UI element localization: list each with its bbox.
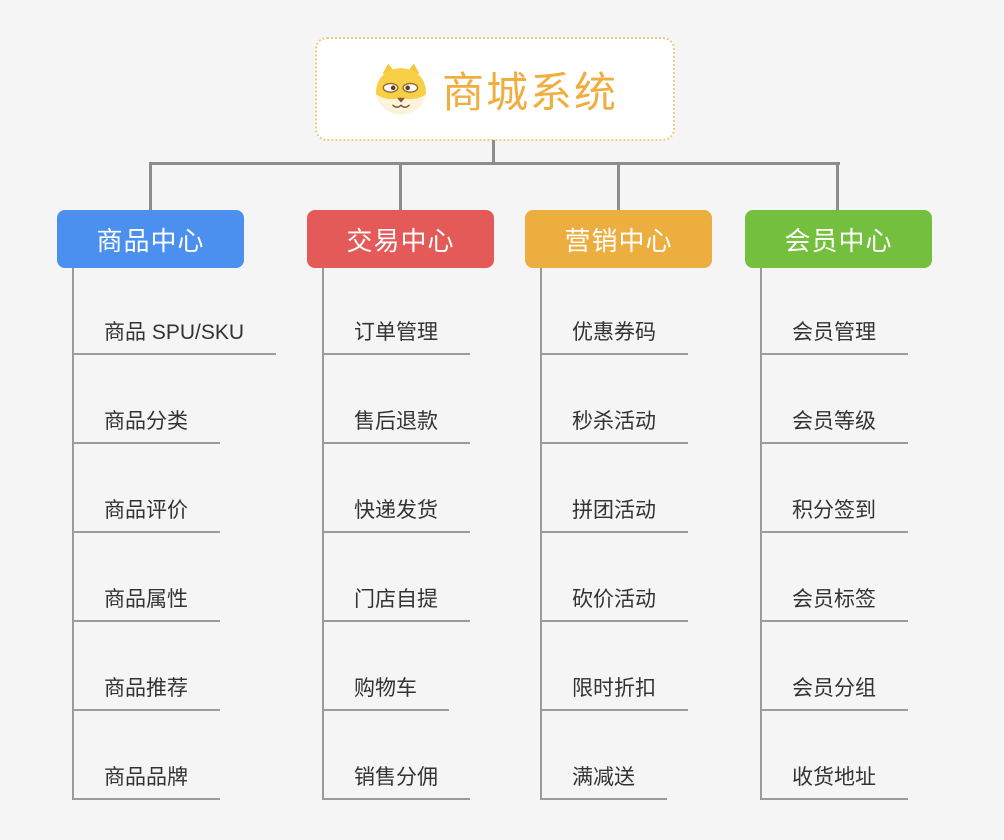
- leaf-node[interactable]: 门店自提: [324, 533, 470, 622]
- leaf-node[interactable]: 会员标签: [762, 533, 908, 622]
- root-node-mall-system[interactable]: 商城系统: [315, 37, 675, 141]
- branch-children-member-center: 会员管理 会员等级 积分签到 会员标签 会员分组 收货地址: [760, 268, 908, 800]
- leaf-node[interactable]: 拼团活动: [542, 444, 688, 533]
- leaf-node[interactable]: 订单管理: [324, 268, 470, 355]
- branch-node-marketing-center[interactable]: 营销中心: [525, 210, 712, 268]
- leaf-node[interactable]: 收货地址: [762, 711, 908, 800]
- leaf-node[interactable]: 商品推荐: [74, 622, 220, 711]
- leaf-node[interactable]: 秒杀活动: [542, 355, 688, 444]
- leaf-node[interactable]: 商品品牌: [74, 711, 220, 800]
- connector-root-stem: [492, 140, 495, 164]
- leaf-node[interactable]: 会员等级: [762, 355, 908, 444]
- root-title: 商城系统: [441, 68, 618, 116]
- branch-children-marketing-center: 优惠券码 秒杀活动 拼团活动 砍价活动 限时折扣 满减送: [540, 268, 688, 800]
- branch-node-product-center[interactable]: 商品中心: [57, 210, 244, 268]
- leaf-node[interactable]: 积分签到: [762, 444, 908, 533]
- branch-children-product-center: 商品 SPU/SKU 商品分类 商品评价 商品属性 商品推荐 商品品牌: [72, 268, 277, 800]
- branch-node-trade-center[interactable]: 交易中心: [307, 210, 494, 268]
- leaf-node[interactable]: 优惠券码: [542, 268, 688, 355]
- leaf-node[interactable]: 售后退款: [324, 355, 470, 444]
- leaf-node[interactable]: 砍价活动: [542, 533, 688, 622]
- leaf-node[interactable]: 商品评价: [74, 444, 220, 533]
- leaf-node[interactable]: 商品 SPU/SKU: [74, 268, 277, 355]
- leaf-node[interactable]: 商品分类: [74, 355, 220, 444]
- connector-drop-branch-2: [399, 164, 402, 210]
- branch-node-member-center[interactable]: 会员中心: [745, 210, 932, 268]
- leaf-node[interactable]: 购物车: [324, 622, 449, 711]
- shiba-dog-logo-icon: [376, 63, 426, 115]
- leaf-node[interactable]: 满减送: [542, 711, 667, 800]
- leaf-node[interactable]: 限时折扣: [542, 622, 688, 711]
- leaf-node[interactable]: 快递发货: [324, 444, 470, 533]
- leaf-node[interactable]: 商品属性: [74, 533, 220, 622]
- leaf-node[interactable]: 会员分组: [762, 622, 908, 711]
- connector-drop-branch-4: [836, 164, 839, 210]
- leaf-node[interactable]: 销售分佣: [324, 711, 470, 800]
- connector-drop-branch-1: [149, 164, 152, 210]
- leaf-node[interactable]: 会员管理: [762, 268, 908, 355]
- branch-children-trade-center: 订单管理 售后退款 快递发货 门店自提 购物车 销售分佣: [322, 268, 470, 800]
- connector-drop-branch-3: [617, 164, 620, 210]
- connector-horizontal-bus: [149, 162, 840, 165]
